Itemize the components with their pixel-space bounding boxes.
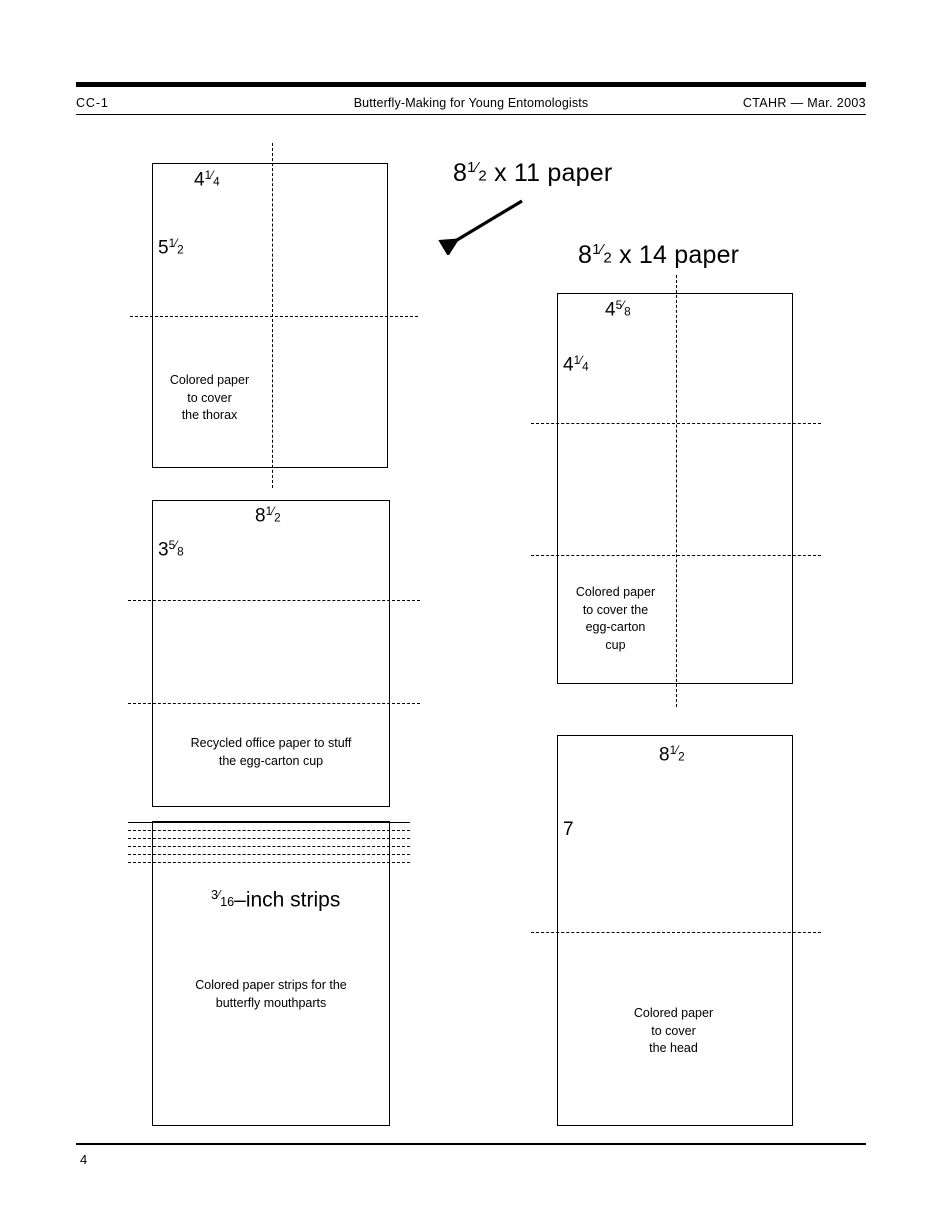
footer-rule — [76, 1143, 866, 1145]
cup-width-label: 45⁄8 — [605, 299, 631, 321]
thorax-sheet-caption: Colored paper to cover the thorax — [169, 373, 250, 422]
cup-sheet-vertical-fold — [676, 275, 677, 707]
cup-sheet-outline — [557, 293, 793, 684]
page-number: 4 — [80, 1152, 88, 1167]
paper-11-title: 81⁄2 x 11 paper — [453, 159, 613, 187]
thorax-sheet-vertical-fold — [272, 143, 273, 488]
header-title: Butterfly-Making for Young Entomologists — [353, 96, 589, 110]
stuffing-sheet-fold-lower — [128, 703, 420, 704]
strips-sheet-outline — [152, 821, 390, 1126]
paper-11-pointer-arrow — [438, 199, 523, 255]
stuffing-sheet-caption: Recycled office paper to stuff the egg-c… — [190, 736, 352, 768]
header-rule-thick — [76, 82, 866, 87]
head-sheet-outline — [557, 735, 793, 1126]
thorax-sheet-outline — [152, 163, 388, 468]
cup-sheet-fold-upper — [531, 423, 821, 424]
paper-14-title: 81⁄2 x 14 paper — [578, 241, 740, 269]
head-sheet-fold — [531, 932, 821, 933]
head-width-label: 81⁄2 — [659, 744, 685, 766]
strips-title: 3⁄16–inch strips — [211, 888, 341, 912]
header-rule-thin — [76, 114, 866, 115]
strip-rule-3 — [128, 846, 410, 847]
strip-rule-2 — [128, 838, 410, 839]
page-header: CC-1 Butterfly-Making for Young Entomolo… — [76, 93, 866, 113]
thorax-sheet-horizontal-fold — [130, 316, 418, 317]
strip-rule-4 — [128, 854, 410, 855]
cup-sheet-caption: Colored paper to cover the egg-carton cu… — [575, 585, 656, 652]
stuffing-width-label: 81⁄2 — [255, 505, 281, 527]
stuffing-height-label: 35⁄8 — [158, 539, 184, 561]
thorax-height-label: 51⁄2 — [158, 237, 184, 259]
header-publisher-date: CTAHR — Mar. 2003 — [742, 96, 866, 110]
cup-sheet-fold-lower — [531, 555, 821, 556]
stuffing-sheet-outline — [152, 500, 390, 807]
strip-rule-5 — [128, 862, 410, 863]
thorax-width-label: 41⁄4 — [194, 169, 220, 191]
header-document-code: CC-1 — [76, 96, 109, 110]
strips-sheet-caption: Colored paper strips for the butterfly m… — [195, 978, 347, 1010]
stuffing-sheet-fold-upper — [128, 600, 420, 601]
head-sheet-caption: Colored paper to cover the head — [633, 1006, 714, 1055]
head-height-label: 7 — [563, 819, 574, 840]
strip-rule-1 — [128, 830, 410, 831]
cup-height-label: 41⁄4 — [563, 354, 589, 376]
strip-rule-0 — [128, 822, 410, 823]
